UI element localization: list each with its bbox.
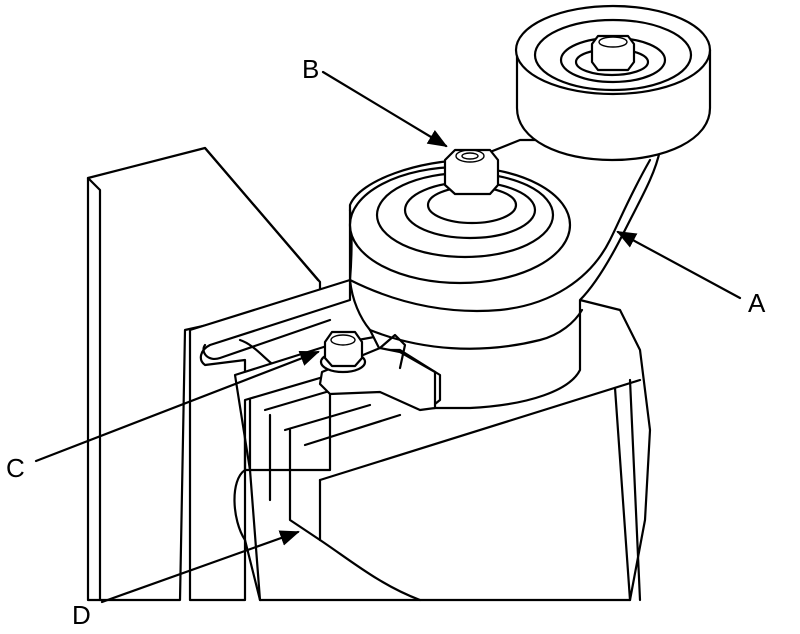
engine-block-housing <box>86 146 322 602</box>
leader-lines <box>34 70 742 604</box>
callout-c: C <box>6 453 25 483</box>
bolt-b <box>443 148 500 196</box>
leader-b <box>321 70 448 148</box>
leader-c <box>34 350 320 463</box>
callout-d: D <box>72 600 91 630</box>
idler-pulley <box>514 4 712 162</box>
leader-a <box>616 230 742 300</box>
callout-b: B <box>302 54 319 84</box>
leader-d <box>100 530 300 604</box>
callout-a: A <box>748 288 766 318</box>
pivot-hub <box>348 165 572 285</box>
bolt-c <box>319 330 367 374</box>
